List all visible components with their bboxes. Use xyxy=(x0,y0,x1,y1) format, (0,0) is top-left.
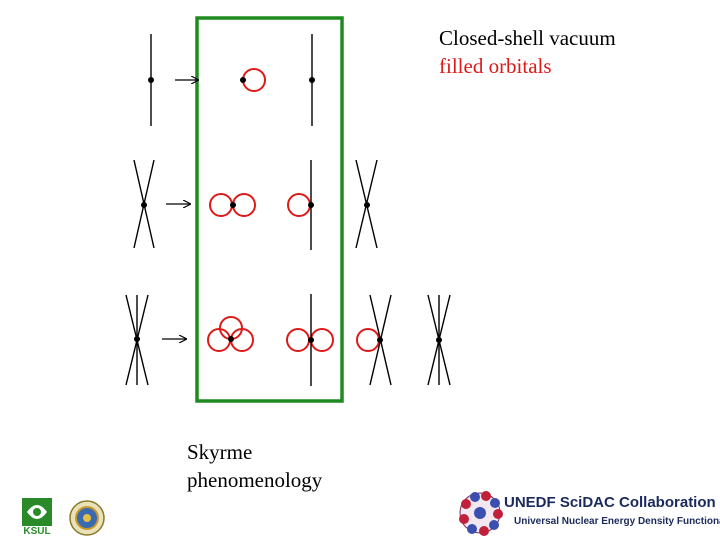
orbital-circle xyxy=(287,193,311,217)
node-dot xyxy=(134,336,140,342)
unedf-banner: UNEDF SciDAC Collaboration Universal Nuc… xyxy=(456,490,720,538)
seal-logo xyxy=(69,500,105,536)
node-dot xyxy=(308,202,314,208)
caption-closed-shell: Closed-shell vacuum xyxy=(439,26,616,50)
node-dot xyxy=(377,337,383,343)
node-dot xyxy=(436,337,442,343)
node-dot xyxy=(240,77,246,83)
caption-phenomenology: phenomenology xyxy=(187,468,323,492)
orbital-circle xyxy=(286,328,310,352)
orbital-circle xyxy=(209,193,233,217)
nucleus-emblem xyxy=(459,491,503,536)
node-dot xyxy=(309,77,315,83)
ksul-logo-text: KSUL xyxy=(23,526,51,537)
orbital-circle xyxy=(232,193,256,217)
row-1 xyxy=(148,34,315,126)
unedf-title: UNEDF SciDAC Collaboration xyxy=(504,494,716,511)
row-3 xyxy=(125,294,451,386)
node-dot xyxy=(228,336,234,342)
node-dot xyxy=(141,202,147,208)
caption-filled-orbitals: filled orbitals xyxy=(439,54,552,78)
caption-skyrme: Skyrme xyxy=(187,440,253,464)
orbital-circle xyxy=(310,328,334,352)
node-dot xyxy=(364,202,370,208)
caption-bottom: Skyrme phenomenology xyxy=(187,438,322,494)
caption-top: Closed-shell vacuum filled orbitals xyxy=(439,24,616,80)
orbital-circle xyxy=(242,68,266,92)
node-dot xyxy=(308,337,314,343)
ksul-logo xyxy=(22,498,52,526)
node-dot xyxy=(230,202,236,208)
row-2 xyxy=(133,159,378,250)
unedf-subtitle: Universal Nuclear Energy Density Functio… xyxy=(514,516,720,527)
node-dot xyxy=(148,77,154,83)
orbital-circle xyxy=(356,328,380,352)
orbital-highlight-box xyxy=(195,16,344,403)
orbital-circle xyxy=(207,328,231,352)
